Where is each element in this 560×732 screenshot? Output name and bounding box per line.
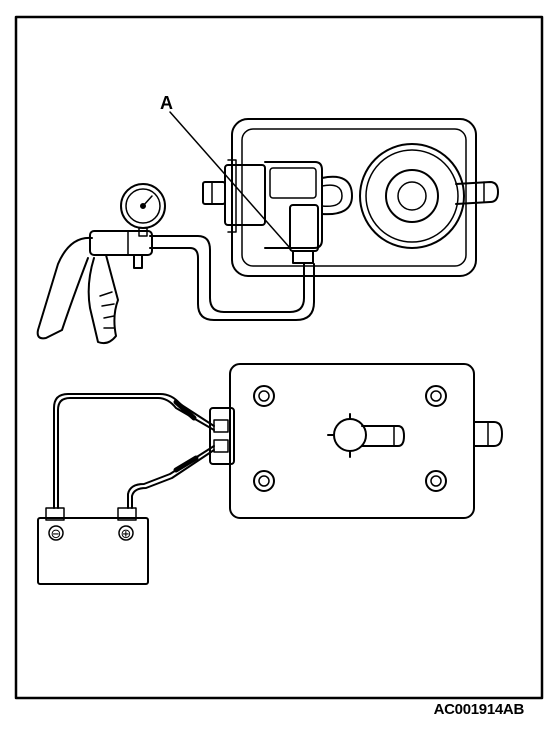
figure-frame — [14, 15, 544, 700]
callout-leader-a — [169, 111, 291, 249]
battery-negative-terminal — [48, 525, 64, 541]
upper-assembly — [36, 111, 499, 345]
figure-code: AC001914AB — [433, 701, 525, 718]
lower-mounting-plate — [229, 363, 475, 519]
positive-terminal-symbol: ⊕ — [121, 527, 132, 542]
hand-vacuum-pump — [36, 230, 153, 345]
callout-label-a: A — [160, 93, 173, 113]
battery-positive-terminal — [118, 525, 134, 541]
battery: ⊖ ⊕ — [37, 507, 149, 585]
vacuum-hose — [149, 235, 315, 321]
jumper-wires — [53, 393, 215, 509]
solenoid-valve-upper — [202, 159, 353, 264]
center-valve-port — [327, 413, 405, 458]
upper-mounting-plate — [231, 118, 477, 277]
vacuum-gauge — [120, 183, 166, 237]
negative-terminal-symbol: ⊖ — [51, 527, 62, 542]
mounting-bolts — [253, 385, 447, 492]
lower-assembly: ⊖ ⊕ — [37, 363, 503, 585]
outlet-nipple — [473, 421, 503, 447]
canister — [359, 143, 499, 249]
